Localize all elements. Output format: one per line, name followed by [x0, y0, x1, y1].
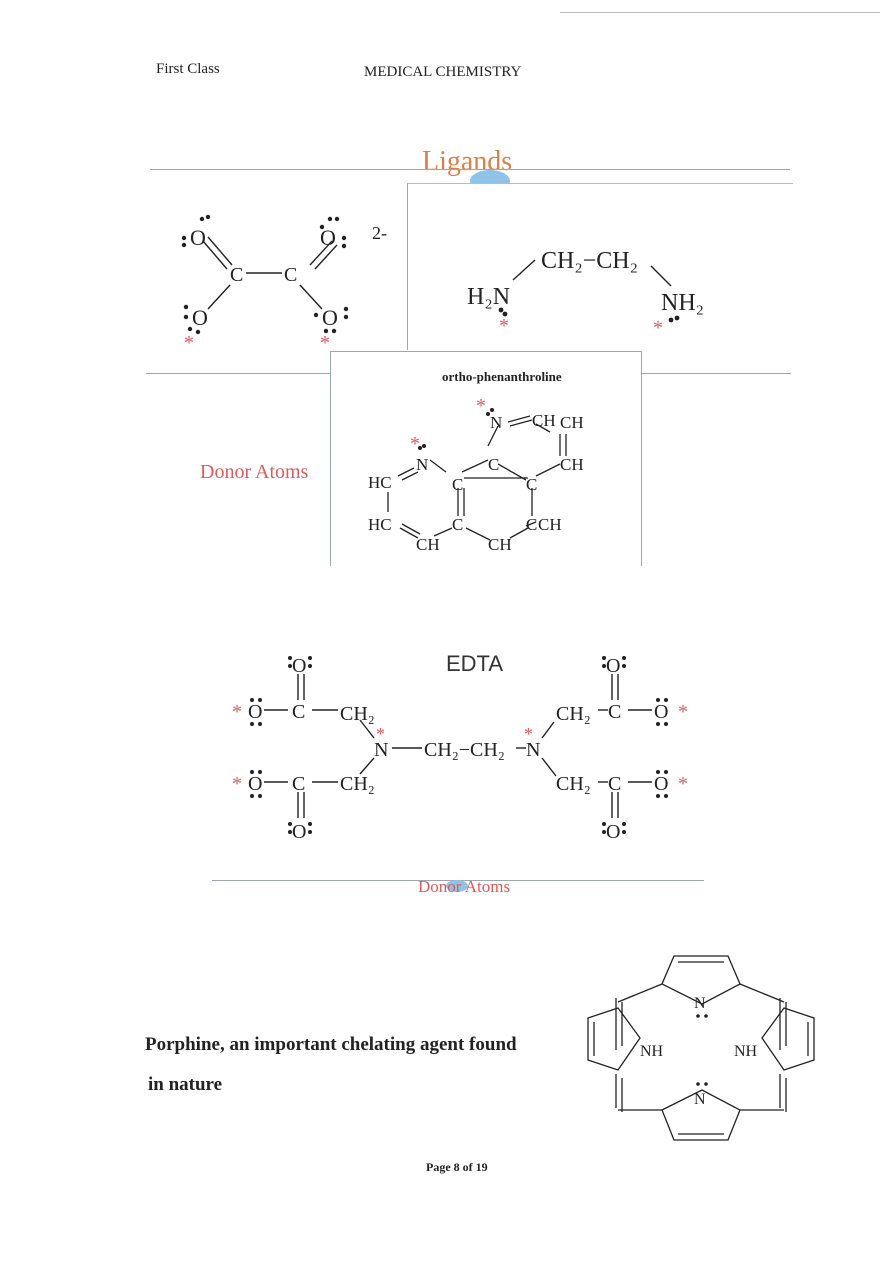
porphine-caption-line1: Porphine, an important chelating agent f… — [145, 1034, 517, 1055]
porph-nh-left: NH — [640, 1043, 664, 1060]
phen-c4: C — [452, 515, 463, 534]
edta-title: EDTA — [446, 651, 504, 676]
edta-o-bottom-right: O — [606, 821, 620, 843]
edta-c4: C — [608, 773, 621, 795]
oxalate-structure: O O C C O O 2- * * — [181, 214, 387, 354]
edta-c3: C — [292, 773, 305, 795]
edta-n1: N — [374, 739, 388, 761]
header-center: MEDICAL CHEMISTRY — [364, 64, 522, 80]
donor-atoms-label: Donor Atoms — [200, 461, 309, 483]
porphine-caption-line2: in nature — [148, 1074, 223, 1095]
oxalate-o1: O — [190, 225, 206, 250]
edta-o-left2: O — [248, 773, 262, 795]
header-left: First Class — [156, 61, 220, 77]
oxalate-o4: O — [322, 305, 338, 330]
edta-c2: C — [608, 701, 621, 723]
phenanthroline-structure: N CH CH CH N C HC C C HC C C CH CH CH * … — [368, 395, 584, 554]
donor-atoms-label-2: Donor Atoms — [418, 877, 511, 896]
edta-bridge: CH₂−CH₂ — [424, 739, 505, 761]
phen-ch2: CH — [560, 413, 584, 432]
edta-o-top-right: O — [606, 655, 620, 677]
oxalate-o2: O — [320, 225, 336, 250]
phen-ch6: CH — [538, 515, 562, 534]
donor-star: * — [476, 395, 486, 417]
phen-hc1: HC — [368, 473, 392, 492]
edta-o-right2: O — [654, 773, 668, 795]
en-left: H₂N — [467, 284, 510, 310]
donor-star: * — [320, 332, 330, 354]
edta-o-left1: O — [248, 701, 262, 723]
porph-n-top: N — [694, 995, 706, 1012]
phen-ch1: CH — [532, 411, 556, 430]
section-title: Ligands — [422, 146, 513, 177]
oxalate-charge: 2- — [372, 223, 387, 243]
edta-o-top-left: O — [292, 655, 306, 677]
title-rule — [150, 169, 790, 170]
edta-blob — [446, 880, 468, 892]
donor-star: * — [678, 773, 688, 795]
phen-c5: C — [526, 515, 537, 534]
donor-star: * — [524, 724, 533, 744]
phen-hc2: HC — [368, 515, 392, 534]
edta-o-right1: O — [654, 701, 668, 723]
donor-star: * — [499, 315, 509, 335]
porphine-structure: N NH NH N — [587, 955, 815, 1141]
porph-nh-right: NH — [734, 1043, 758, 1060]
en-right: NH₂ — [661, 290, 704, 316]
donor-star: * — [410, 433, 420, 455]
page-footer: Page 8 of 19 — [426, 1160, 488, 1174]
phen-ch3: CH — [560, 455, 584, 474]
ethylenediamine-structure: H₂N CH₂−CH₂ NH₂ * * — [467, 248, 704, 335]
edta-ch2-3: CH₂ — [340, 773, 375, 795]
en-middle: CH₂−CH₂ — [541, 248, 638, 274]
edta-ch2-4: CH₂ — [556, 773, 591, 795]
ethylenediamine-panel — [407, 183, 793, 350]
edta-c1: C — [292, 701, 305, 723]
oxalate-o3: O — [192, 305, 208, 330]
phen-n-top: N — [490, 413, 502, 432]
phen-c2: C — [452, 475, 463, 494]
phen-c1: C — [488, 455, 499, 474]
oxalate-c2: C — [284, 264, 297, 286]
phen-n-left: N — [416, 455, 428, 474]
phenanthroline-title: ortho-phenanthroline — [442, 369, 562, 384]
phen-ch4: CH — [416, 535, 440, 554]
phen-c3: C — [526, 475, 537, 494]
edta-structure: O O C CH₂ N CH₂−CH₂ N CH₂ C O O O C CH₂ … — [232, 655, 688, 843]
porph-n-bottom: N — [694, 1091, 706, 1108]
edta-o-bottom-left: O — [292, 821, 306, 843]
donor-star: * — [678, 701, 688, 723]
donor-star: * — [376, 724, 385, 744]
donor-star: * — [232, 773, 242, 795]
edta-ch2-2: CH₂ — [556, 703, 591, 725]
donor-star: * — [232, 701, 242, 723]
edta-ch2-1: CH₂ — [340, 703, 375, 725]
donor-star: * — [184, 332, 194, 354]
oxalate-c1: C — [230, 264, 243, 286]
donor-star: * — [653, 317, 663, 335]
phen-ch5: CH — [488, 535, 512, 554]
edta-n2: N — [526, 739, 540, 761]
header-rule — [560, 12, 880, 13]
phenanthroline-panel — [330, 351, 642, 566]
